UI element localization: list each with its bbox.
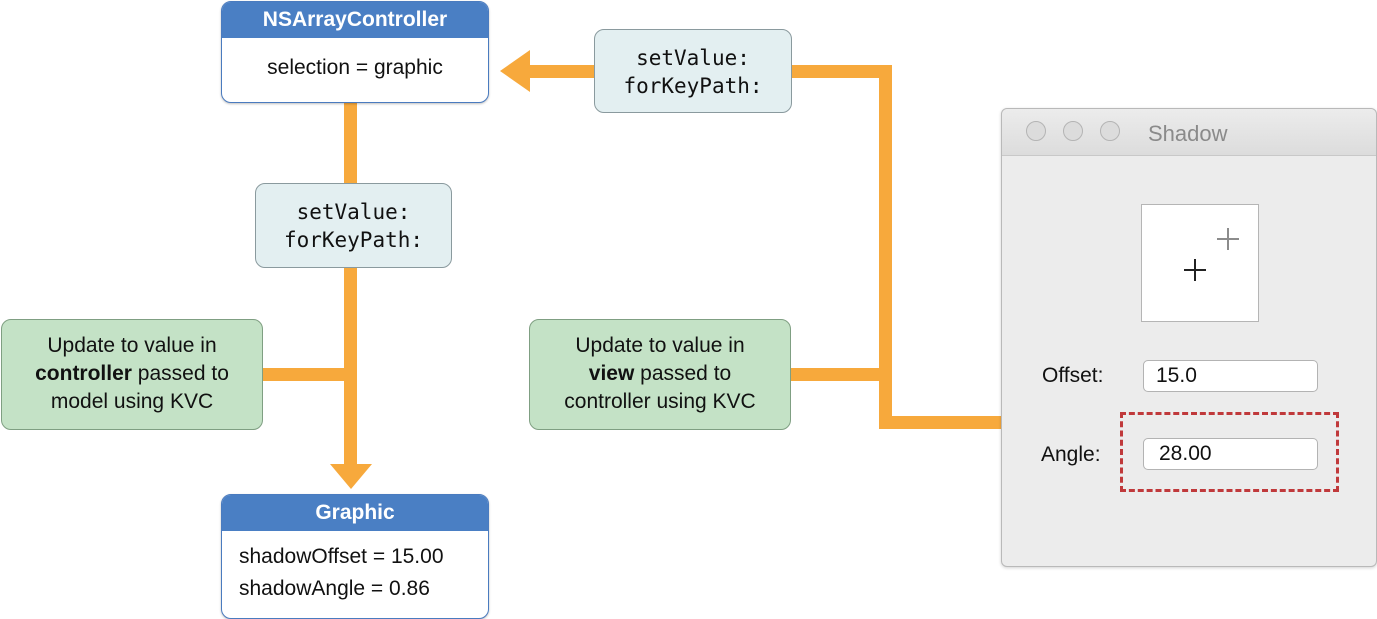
shadow-crosshair-icon [1217, 228, 1239, 250]
arrow-head-down [330, 464, 372, 489]
model-box: Graphic shadowOffset = 15.00 shadowAngle… [221, 494, 489, 619]
origin-crosshair-icon [1184, 259, 1206, 281]
controller-box: NSArrayController selection = graphic [221, 1, 489, 103]
model-offset-line: shadowOffset = 15.00 [239, 545, 444, 568]
minimize-button[interactable] [1063, 121, 1083, 141]
offset-label: Offset: [1042, 364, 1104, 387]
note-right-emphasis: view [588, 362, 635, 385]
note-view-to-controller: Update to value in view passed to contro… [529, 319, 791, 430]
offset-field[interactable]: 15.0 [1143, 360, 1318, 392]
arrow-head-left [500, 50, 530, 92]
connector-right-vertical [879, 65, 892, 429]
model-title: Graphic [222, 495, 488, 531]
message-top: setValue: forKeyPath: [594, 29, 792, 113]
message-left-line2: forKeyPath: [283, 228, 424, 252]
note-left-line3: model using KVC [50, 390, 214, 413]
close-button[interactable] [1026, 121, 1046, 141]
note-right-line3: controller using KVC [564, 390, 756, 413]
note-controller-to-model: Update to value in controller passed to … [1, 319, 263, 430]
controller-selection-line: selection = graphic [267, 56, 443, 79]
note-left-line2: controller passed to [2, 360, 262, 388]
connector-right-note [790, 368, 885, 381]
message-left-line1: setValue: [296, 200, 411, 224]
controller-title: NSArrayController [222, 2, 488, 38]
message-left: setValue: forKeyPath: [255, 183, 452, 268]
shadow-window: Shadow Offset: 15.0 Angle: 28.00 [1001, 108, 1377, 567]
note-right-line1: Update to value in [575, 334, 745, 357]
note-right-line2-rest: passed to [634, 362, 732, 385]
note-left-line1: Update to value in [47, 334, 217, 357]
message-top-line2: forKeyPath: [623, 74, 763, 98]
connector-controller-to-model [344, 100, 357, 470]
shadow-preview-well[interactable] [1141, 204, 1259, 322]
note-right-line2: view passed to [530, 360, 790, 388]
angle-field-highlight [1120, 412, 1339, 492]
model-angle-line: shadowAngle = 0.86 [239, 577, 430, 600]
connector-left-note [262, 368, 350, 381]
note-left-emphasis: controller [35, 362, 132, 385]
zoom-button[interactable] [1100, 121, 1120, 141]
angle-field[interactable]: 28.00 [1143, 438, 1318, 470]
window-title: Shadow [1148, 121, 1228, 146]
window-titlebar[interactable]: Shadow [1002, 109, 1376, 156]
message-top-line1: setValue: [636, 46, 750, 70]
angle-label: Angle: [1041, 443, 1101, 466]
note-left-line2-rest: passed to [131, 362, 229, 385]
